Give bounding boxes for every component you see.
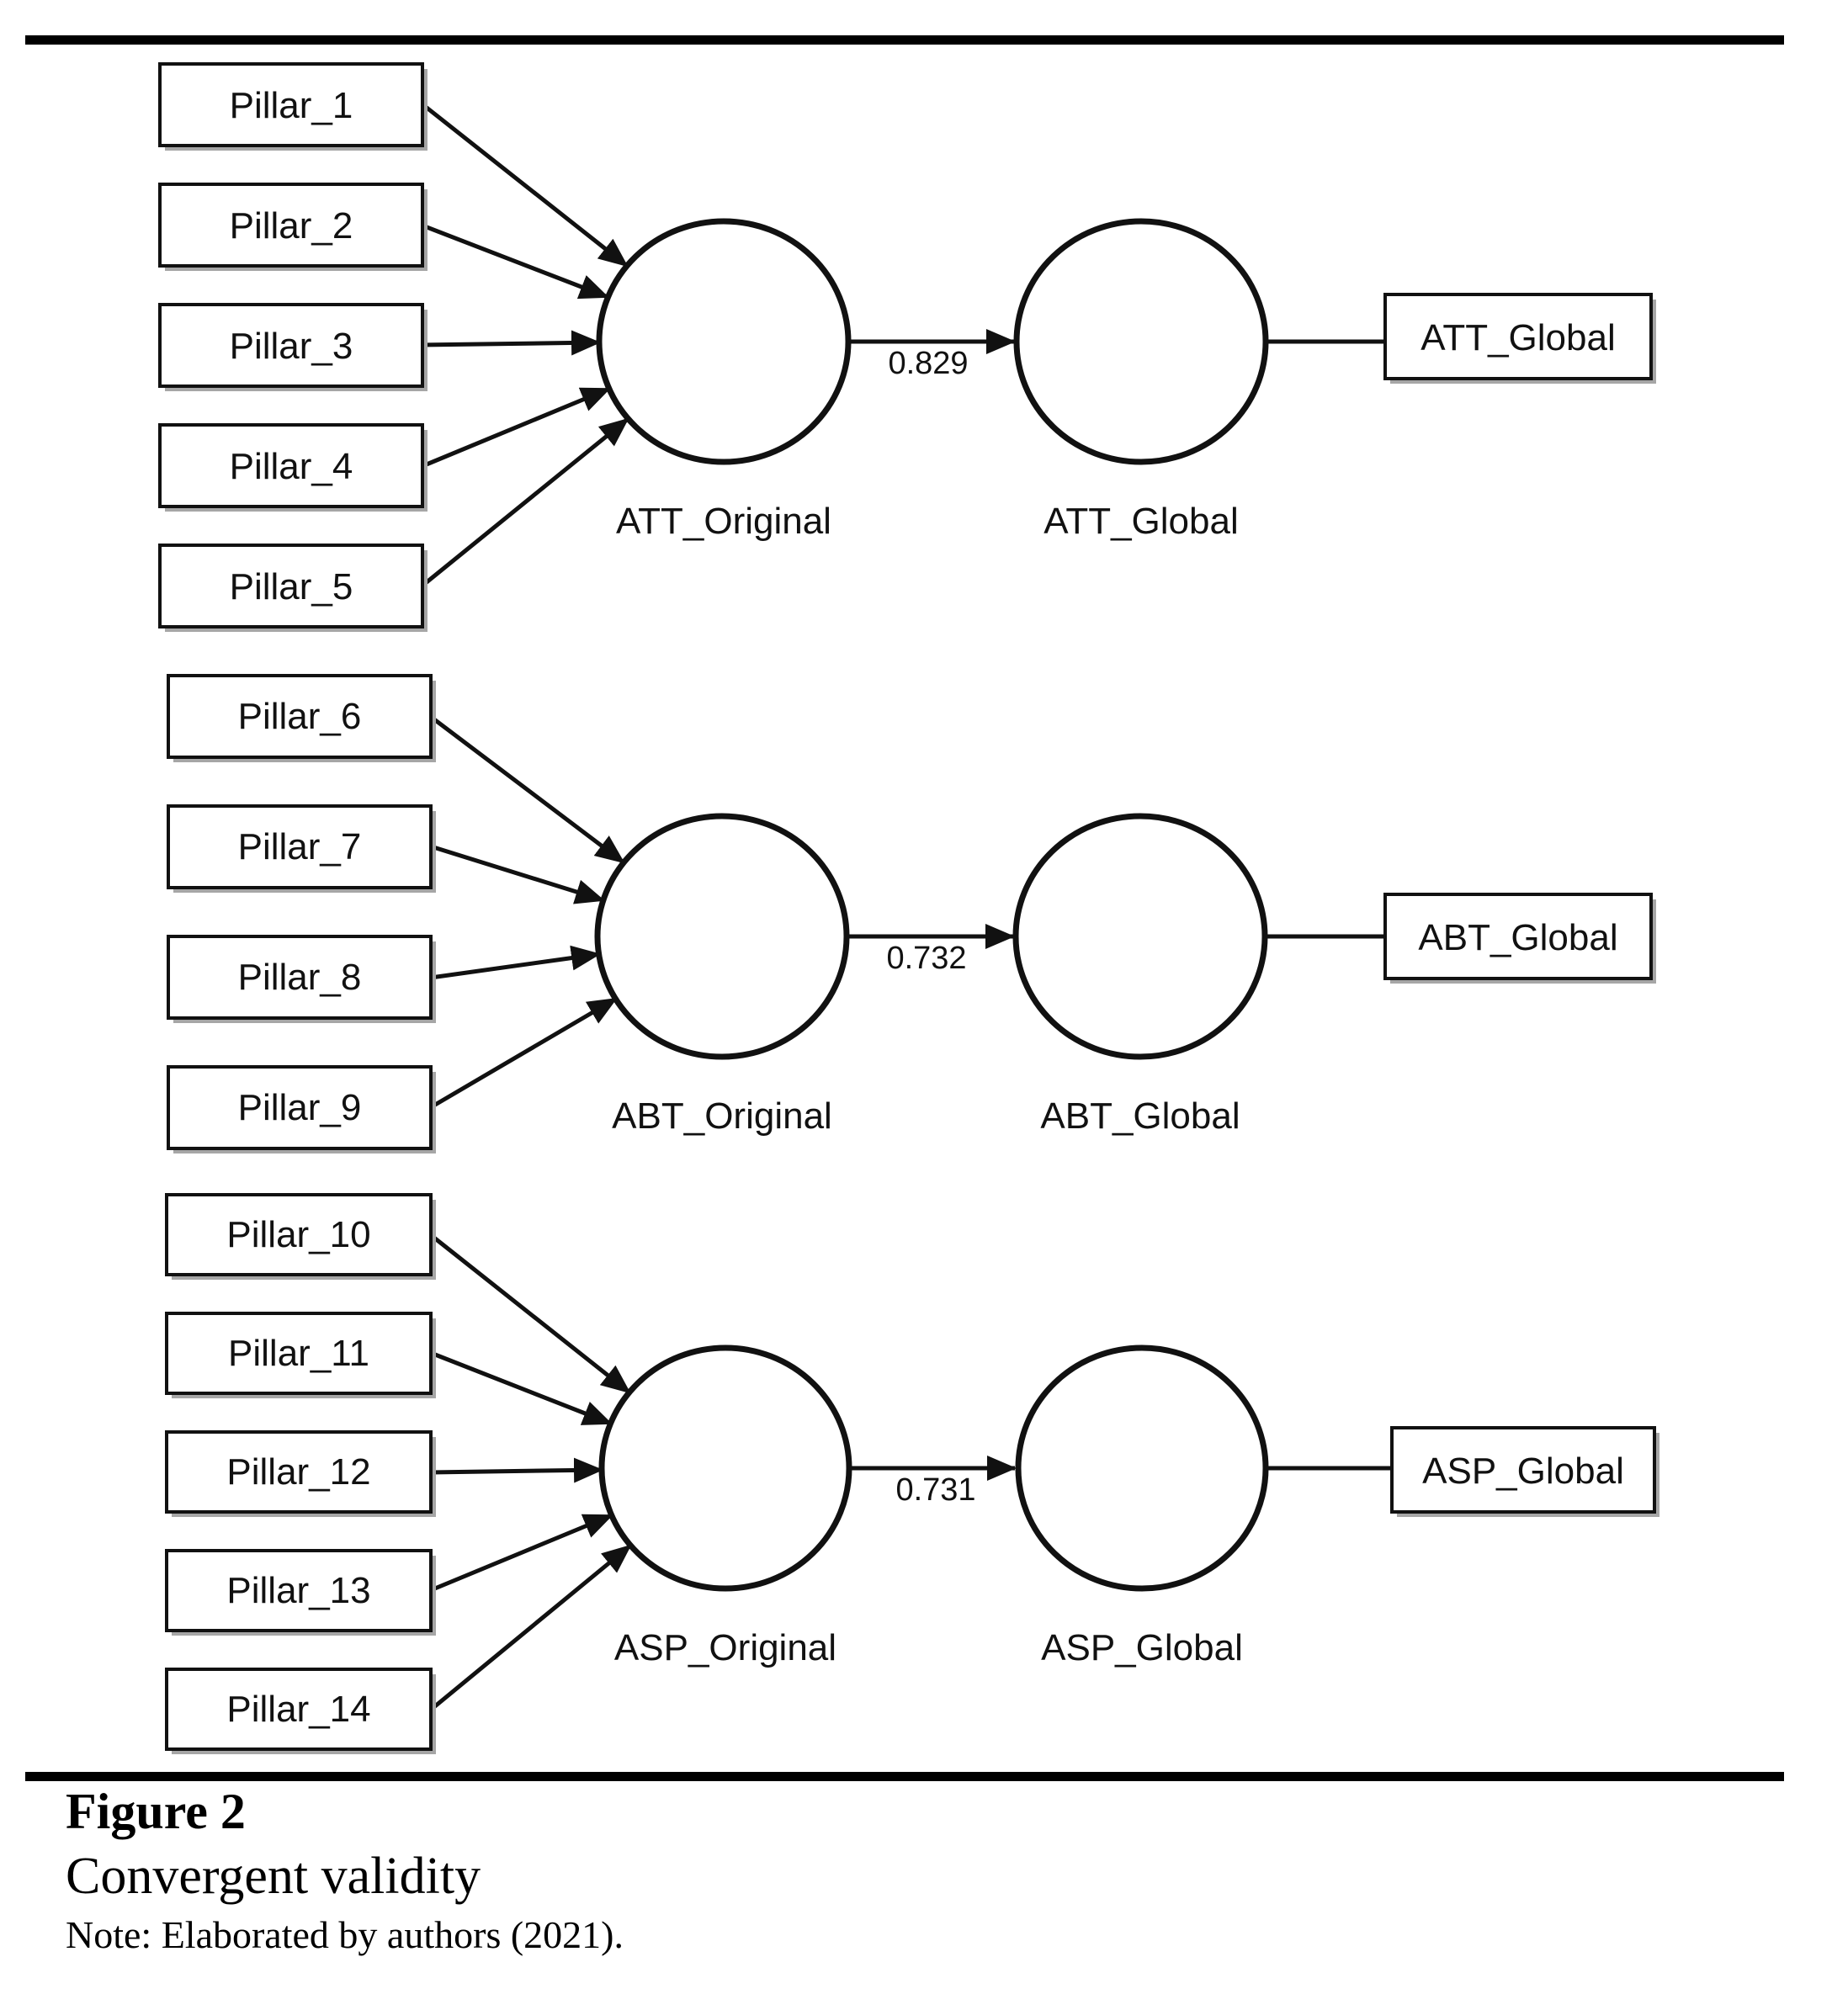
path-coefficient-label: 0.829	[888, 346, 968, 381]
pillar-box: Pillar_6	[167, 674, 436, 762]
box-border	[158, 62, 424, 147]
global-box: ATT_Global	[1383, 293, 1656, 384]
box-border	[158, 544, 424, 628]
latent-ellipse-original	[596, 218, 852, 465]
pillar-box-label: Pillar_14	[226, 1689, 370, 1730]
indicator-arrow	[421, 103, 629, 268]
pillar-box: Pillar_9	[167, 1065, 436, 1153]
latent-label-original: ASP_Original	[614, 1627, 836, 1668]
box-border	[165, 1430, 433, 1514]
latent-ellipse-global	[1015, 1344, 1269, 1592]
pillar-box: Pillar_10	[165, 1193, 436, 1280]
indicator-arrow	[429, 715, 625, 864]
indicator-arrow	[421, 417, 629, 587]
indicator-arrow	[430, 1350, 613, 1426]
box-border	[158, 303, 424, 388]
pillar-box: Pillar_2	[158, 183, 427, 271]
indicator-arrow	[430, 844, 605, 904]
box-border	[165, 1668, 433, 1751]
pillar-box: Pillar_5	[158, 544, 427, 632]
figure-title: Convergent validity	[66, 1848, 481, 1905]
indicator-arrow	[429, 1544, 632, 1711]
pillar-box-label: Pillar_2	[230, 205, 353, 247]
box-border	[1383, 893, 1653, 980]
latent-ellipse-global	[1013, 218, 1269, 465]
indicator-arrow	[422, 223, 609, 300]
latent-label-original: ATT_Original	[616, 501, 831, 542]
pillar-box: Pillar_8	[167, 935, 436, 1023]
pillar-box-label: Pillar_3	[230, 326, 353, 367]
latent-ellipse-global	[1012, 813, 1268, 1060]
indicator-arrow	[429, 996, 618, 1110]
pillar-box-label: Pillar_13	[226, 1570, 370, 1611]
latent-ellipse-original	[598, 1344, 852, 1592]
pillar-box-label: Pillar_7	[238, 826, 362, 867]
box-border	[1390, 1426, 1656, 1514]
latent-ellipse-original	[594, 813, 850, 1060]
path-coefficient-label: 0.732	[886, 941, 966, 976]
box-border	[165, 1312, 433, 1395]
box-border	[167, 935, 433, 1020]
pillar-box-label: Pillar_12	[226, 1451, 370, 1493]
pillar-box: Pillar_3	[158, 303, 427, 391]
indicator-arrow	[429, 1233, 631, 1394]
top-rule	[25, 35, 1784, 45]
pillar-box: Pillar_1	[158, 62, 427, 151]
latent-label-original: ABT_Original	[612, 1095, 832, 1137]
pillar-box: Pillar_7	[167, 804, 436, 893]
global-box-label: ABT_Global	[1418, 917, 1617, 958]
global-box-label: ASP_Global	[1422, 1450, 1624, 1492]
pillar-box-label: Pillar_5	[230, 566, 353, 607]
figure-note: Note: Elaborated by authors (2021).	[66, 1913, 624, 1956]
bottom-rule	[25, 1772, 1784, 1781]
indicator-arrow	[430, 1513, 613, 1593]
pillar-box-label: Pillar_9	[238, 1087, 362, 1128]
pillar-box: Pillar_4	[158, 423, 427, 512]
indicator-arrow	[422, 386, 611, 469]
global-box: ABT_Global	[1383, 893, 1656, 984]
box-border	[1383, 293, 1653, 380]
pillar-box: Pillar_13	[165, 1549, 436, 1636]
latent-label-global: ABT_Global	[1040, 1095, 1240, 1137]
box-border	[167, 1065, 433, 1150]
figure-label: Figure 2	[66, 1784, 246, 1839]
box-border	[158, 183, 424, 268]
indicator-arrow	[430, 945, 601, 980]
box-border	[165, 1193, 433, 1276]
path-coefficient-label: 0.731	[895, 1472, 975, 1508]
pillar-box-label: Pillar_1	[230, 85, 353, 126]
pillar-box: Pillar_12	[165, 1430, 436, 1517]
pillar-box-label: Pillar_8	[238, 957, 362, 998]
pillar-box-label: Pillar_10	[226, 1214, 370, 1255]
global-box: ASP_Global	[1390, 1426, 1659, 1517]
indicator-arrow	[430, 1457, 603, 1483]
pillar-box: Pillar_11	[165, 1312, 436, 1398]
box-border	[158, 423, 424, 508]
pillar-box-label: Pillar_11	[228, 1333, 369, 1374]
indicator-arrow	[422, 330, 601, 356]
pillar-box: Pillar_14	[165, 1668, 436, 1754]
pillar-box-label: Pillar_4	[230, 446, 353, 487]
latent-label-global: ATT_Global	[1043, 501, 1239, 542]
box-border	[165, 1549, 433, 1632]
box-border	[167, 674, 433, 759]
global-box-label: ATT_Global	[1421, 317, 1616, 358]
box-border	[167, 804, 433, 889]
pillar-box-label: Pillar_6	[238, 696, 362, 737]
latent-label-global: ASP_Global	[1041, 1627, 1243, 1668]
